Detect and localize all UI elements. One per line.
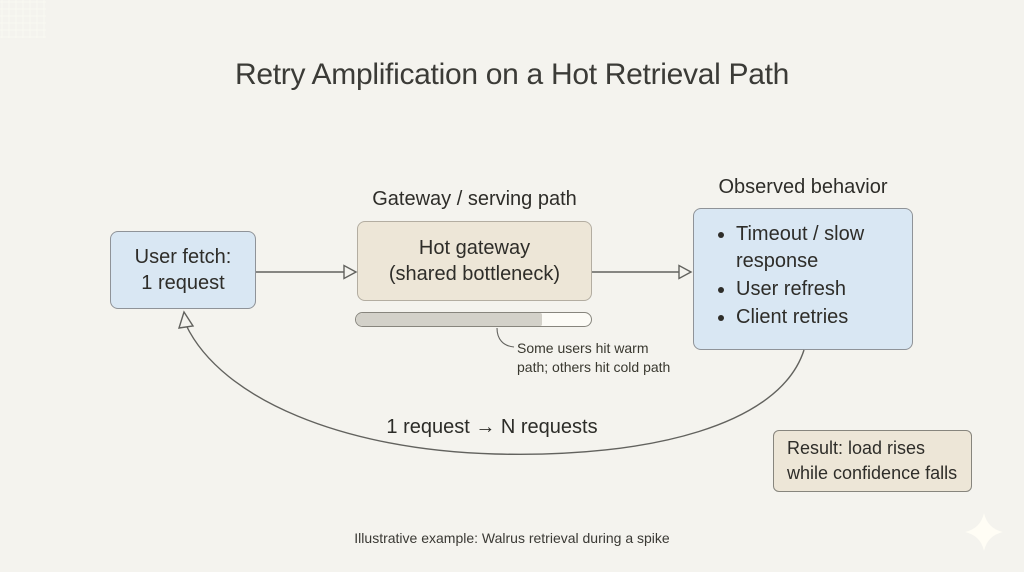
gateway-line: Hot gateway: [418, 237, 531, 259]
footer-caption: Illustrative example: Walrus retrieval d…: [354, 530, 670, 546]
result-node: Result: load rises while confidence fall…: [773, 430, 972, 492]
grid-watermark: [0, 0, 46, 38]
annotation-line: path; others hit cold path: [517, 359, 671, 375]
gateway-load-bar: [355, 312, 592, 327]
result-line: Result: load rises: [787, 438, 926, 458]
result-line: while confidence falls: [787, 463, 958, 483]
slide-title: Retry Amplification on a Hot Retrieval P…: [234, 58, 790, 91]
gateway-load-bar-fill: [356, 313, 542, 326]
user-fetch-line: 1 request: [141, 272, 225, 294]
annotation-connector: [496, 327, 515, 348]
observed-bullet: Client retries: [736, 304, 904, 331]
arrow-gateway-to-observed: [592, 264, 693, 280]
user-fetch-line: User fetch:: [134, 246, 232, 268]
loop-label: 1 request → N requests: [386, 416, 598, 438]
warm-cold-annotation: Some users hit warm path; others hit col…: [517, 339, 697, 377]
observed-bullet: User refresh: [736, 276, 904, 303]
observed-behavior-node: Timeout / slow response User refresh Cli…: [693, 208, 913, 350]
gateway-line: (shared bottleneck): [388, 263, 561, 285]
arrow-user-to-gateway: [256, 264, 358, 280]
observed-bullet: Timeout / slow response: [736, 221, 904, 275]
gateway-heading: Gateway / serving path: [372, 188, 577, 210]
user-fetch-node: User fetch: 1 request: [110, 231, 256, 309]
observed-bullet-list: Timeout / slow response User refresh Cli…: [694, 209, 912, 332]
observed-heading: Observed behavior: [718, 176, 888, 198]
gateway-node: Hot gateway (shared bottleneck): [357, 221, 592, 301]
annotation-line: Some users hit warm: [517, 340, 649, 356]
